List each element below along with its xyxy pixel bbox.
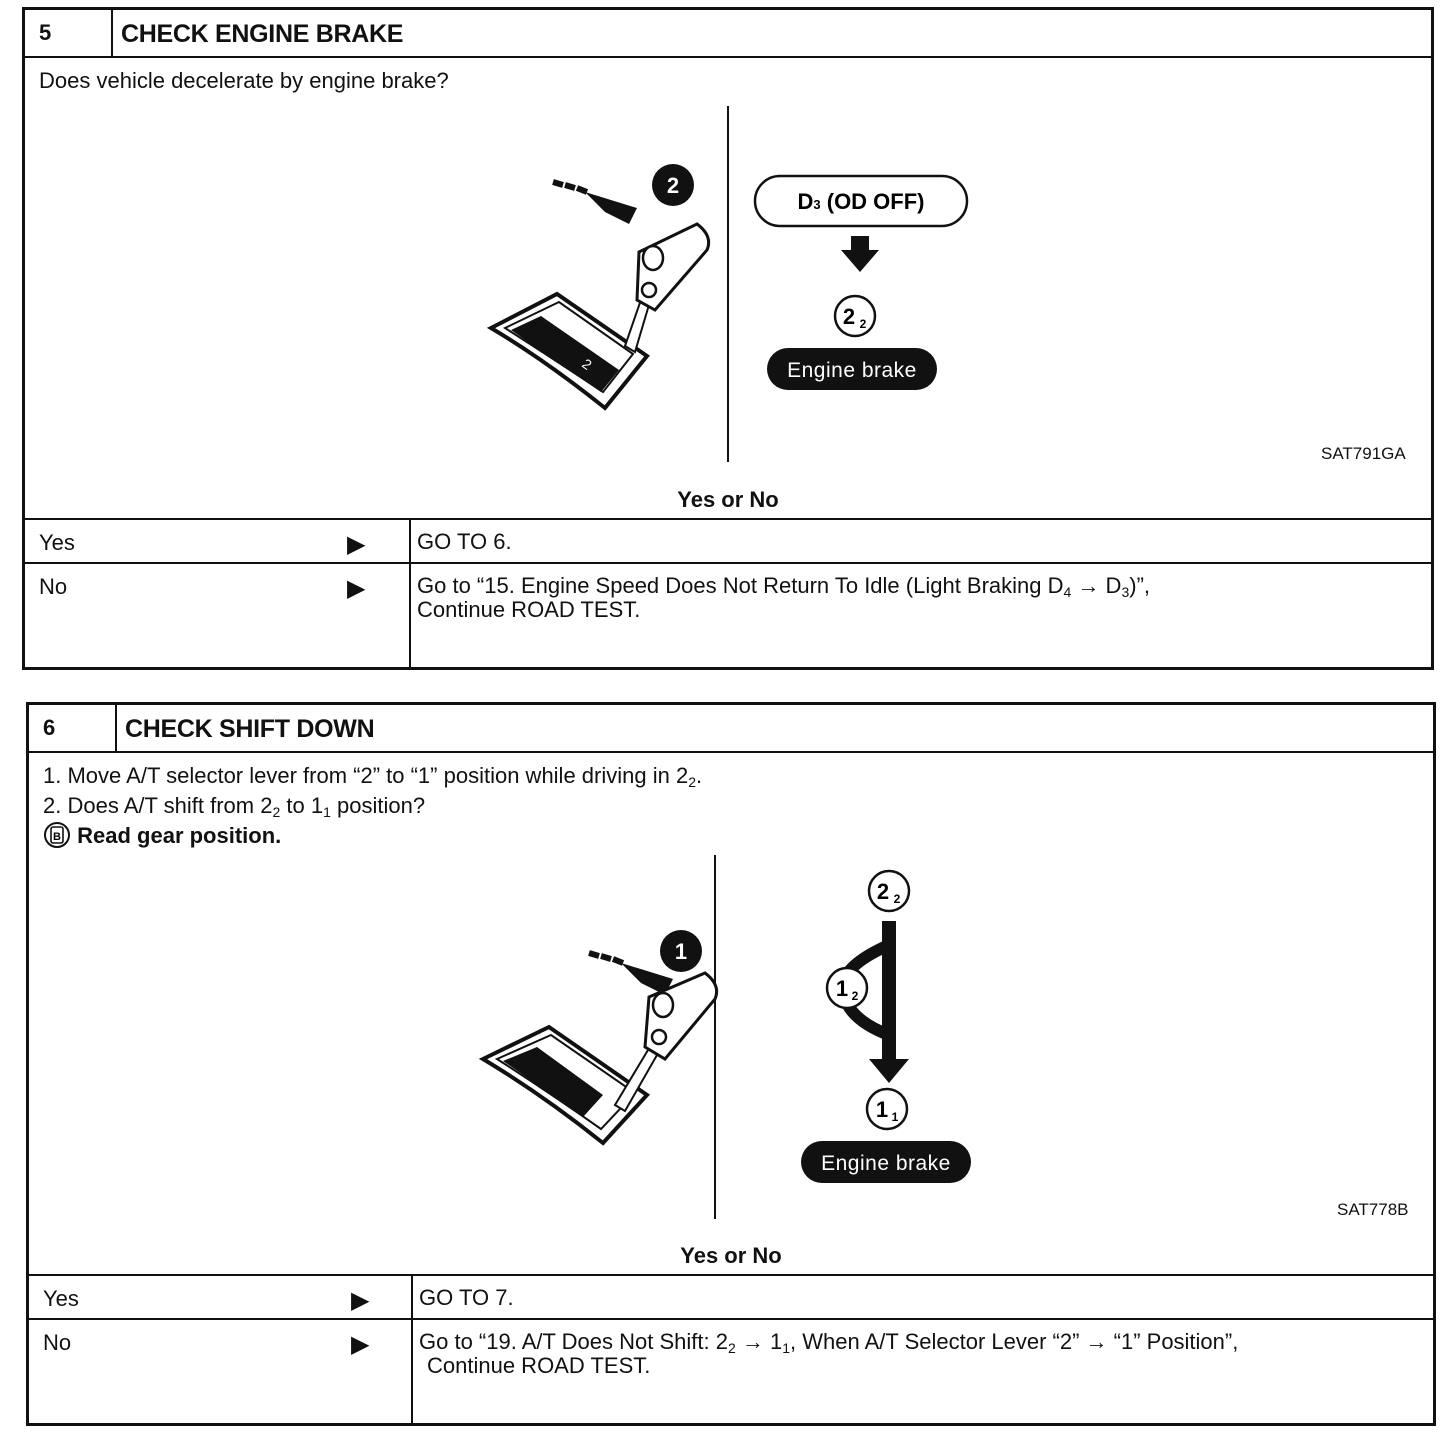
no-row: No ▶ Go to “19. A/T Does Not Shift: 22 →…: [29, 1318, 1433, 1423]
read-gear-note: B Read gear position.: [43, 821, 702, 851]
svg-text:2: 2: [843, 304, 855, 329]
yes-result: GO TO 6.: [417, 529, 512, 554]
gear-circle-bottom: 1 1: [865, 1087, 909, 1131]
position-badge: 1: [660, 930, 702, 972]
step-header: 5 CHECK ENGINE BRAKE: [25, 10, 1431, 58]
motion-arrow-icon: [588, 950, 673, 995]
svg-text:2: 2: [667, 173, 679, 198]
figure-divider: [714, 855, 716, 1219]
play-arrow-icon: ▶: [347, 531, 366, 558]
yes-row: Yes ▶ GO TO 6.: [25, 518, 1431, 564]
no-result: Go to “19. A/T Does Not Shift: 22 → 11, …: [419, 1329, 1239, 1378]
svg-text:1: 1: [836, 976, 848, 1001]
engine-brake-label: Engine brake: [787, 359, 917, 382]
yes-or-no-heading: Yes or No: [680, 1243, 782, 1268]
range-pill: [753, 174, 969, 228]
yes-or-no-heading: Yes or No: [677, 487, 779, 512]
play-arrow-icon: ▶: [347, 575, 366, 602]
yes-label: Yes: [43, 1286, 79, 1311]
consult-tool-icon: B: [44, 822, 70, 848]
svg-text:B: B: [53, 831, 61, 843]
svg-text:1: 1: [675, 939, 687, 964]
step-number: 5: [25, 10, 113, 56]
instruction-2: 2. Does A/T shift from 22 to 11 position…: [43, 793, 426, 820]
svg-text:1: 1: [876, 1097, 888, 1122]
no-row: No ▶ Go to “15. Engine Speed Does Not Re…: [25, 562, 1431, 667]
figure-ref-code: SAT791GA: [1321, 444, 1406, 463]
svg-text:2: 2: [877, 879, 889, 904]
gear-circle-middle: 1 2: [825, 966, 869, 1010]
instruction-1: 1. Move A/T selector lever from “2” to “…: [43, 763, 703, 790]
no-result: Go to “15. Engine Speed Does Not Return …: [417, 573, 1151, 622]
shift-diagram: 2 2 1 2 1 1 Engine brake: [801, 869, 971, 1183]
step-header: 6 CHECK SHIFT DOWN: [29, 705, 1433, 753]
selector-lever-illustration: 2 2: [486, 164, 711, 411]
down-arrow-icon: [869, 921, 909, 1083]
no-label: No: [39, 574, 68, 599]
svg-text:1: 1: [892, 1110, 899, 1124]
svg-text:2: 2: [860, 317, 867, 331]
svg-text:2: 2: [894, 892, 901, 906]
no-label: No: [43, 1330, 72, 1355]
range-label: D3 (OD OFF): [798, 189, 925, 214]
selector-lever-illustration: 1 1: [478, 930, 719, 1146]
step-question: Does vehicle decelerate by engine brake?: [39, 68, 449, 93]
gear-circle: 2 2: [833, 294, 877, 338]
step-instructions: 1. Move A/T selector lever from “2” to “…: [43, 761, 702, 851]
yes-result: GO TO 7.: [419, 1285, 514, 1310]
step-title: CHECK SHIFT DOWN: [125, 715, 375, 743]
position-badge: 2: [652, 164, 694, 206]
engine-brake-badge: [767, 348, 937, 390]
engine-brake-label: Engine brake: [821, 1152, 951, 1175]
figure-ref-code: SAT778B: [1337, 1200, 1409, 1219]
step-title: CHECK ENGINE BRAKE: [121, 20, 404, 48]
column-divider: [411, 1274, 413, 1423]
yes-label: Yes: [39, 530, 75, 555]
figure-divider: [727, 106, 729, 462]
step-number: 6: [29, 705, 117, 751]
play-arrow-icon: ▶: [351, 1331, 370, 1358]
step-6-block: 6 CHECK SHIFT DOWN 1. Move A/T selector …: [26, 702, 1436, 1426]
play-arrow-icon: ▶: [351, 1287, 370, 1314]
engine-brake-badge: [801, 1141, 971, 1183]
step-5-block: 5 CHECK ENGINE BRAKE Does vehicle decele…: [22, 7, 1434, 670]
gear-circle-top: 2 2: [867, 869, 911, 913]
down-arrow-icon: [841, 236, 879, 272]
shift-diagram: D3 (OD OFF) 2 2 Engine brake: [753, 174, 969, 390]
motion-arrow-icon: [552, 179, 637, 224]
yes-row: Yes ▶ GO TO 7.: [29, 1274, 1433, 1320]
column-divider: [409, 518, 411, 667]
svg-text:2: 2: [852, 989, 859, 1003]
